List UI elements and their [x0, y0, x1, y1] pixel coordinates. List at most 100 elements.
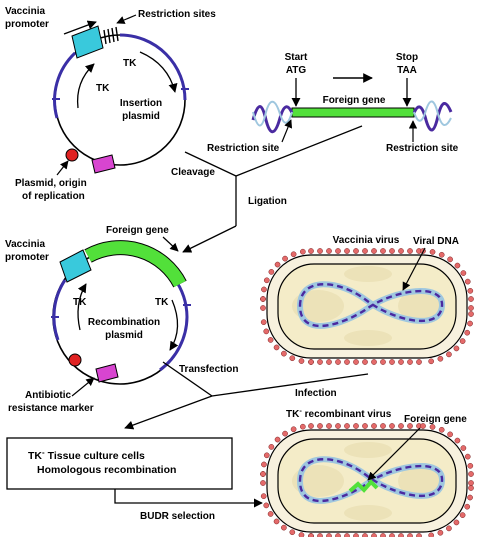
recomb-tk-right: TK — [155, 297, 169, 308]
surface-spike — [429, 249, 436, 255]
surface-spike — [407, 533, 413, 537]
insertion-backbone-left — [53, 51, 77, 119]
recomb-promoter-label-2: promoter — [5, 252, 49, 263]
cleavage-ligation-connector: Cleavage Ligation — [171, 125, 363, 253]
lateral-body — [398, 465, 442, 497]
stop-label-1: Stop — [396, 52, 418, 63]
insertion-plasmid-title-1: Insertion — [120, 98, 162, 109]
surface-spike — [261, 286, 267, 293]
surface-spike — [429, 424, 436, 430]
surface-spike — [267, 511, 274, 517]
surface-spike — [353, 359, 359, 365]
tk-label-right: TK — [123, 58, 137, 69]
surface-spike — [389, 423, 395, 429]
viral-dna-helix — [298, 283, 444, 328]
budr-label: BUDR selection — [140, 511, 215, 522]
recomb-backbone-lower — [159, 316, 189, 372]
culture-box-line-1: TK- Tissue culture cells — [28, 448, 145, 462]
surface-spike — [438, 251, 445, 258]
lateral-body — [398, 290, 442, 322]
recombinant-virus-title: TK- recombinant virus — [286, 406, 392, 420]
surface-spike — [261, 461, 267, 468]
promoter-direction-arrow — [63, 20, 97, 35]
origin-of-replication-dot — [65, 148, 79, 162]
insertion-plasmid-title-2: plasmid — [122, 111, 160, 122]
lateral-body — [344, 266, 392, 282]
surface-spike — [268, 444, 275, 450]
surface-spike — [308, 248, 314, 254]
lateral-body — [344, 330, 392, 346]
surface-spike — [437, 529, 444, 536]
surface-spike — [459, 512, 466, 518]
inserted-foreign-gene — [348, 479, 379, 493]
surface-spike — [273, 518, 280, 525]
transfection-label: Transfection — [179, 364, 238, 375]
surface-spike — [468, 485, 474, 491]
surface-spike — [467, 287, 474, 294]
recomb-tk-arrow-right — [169, 299, 179, 351]
budr-arrow — [114, 489, 263, 508]
surface-spike — [344, 248, 350, 254]
cleavage-label: Cleavage — [171, 167, 215, 178]
tk-arrow-right — [139, 51, 178, 93]
marker-label-1: Antibiotic — [25, 390, 72, 401]
surface-spike — [282, 430, 288, 437]
recomb-foreign-gene-label: Foreign gene — [106, 225, 169, 236]
surface-spike — [273, 344, 280, 351]
surface-spike — [317, 248, 323, 254]
restriction-site-mark — [115, 26, 119, 42]
surface-spike — [468, 305, 474, 311]
restriction-sites-pointer — [116, 14, 137, 24]
surface-spike — [317, 533, 323, 537]
surface-spike — [317, 359, 323, 365]
surface-spike — [344, 423, 350, 429]
surface-spike — [267, 337, 274, 343]
viral-dna-pointer — [402, 247, 426, 291]
surface-spike — [353, 533, 359, 537]
surface-spike — [326, 423, 332, 429]
surface-spike — [468, 311, 474, 317]
surface-spike — [326, 359, 332, 365]
surface-spike — [428, 532, 435, 537]
surface-spike — [467, 462, 474, 469]
surface-spike — [437, 355, 444, 362]
vaccinia-promoter-label-2: promoter — [5, 19, 49, 30]
recomb-origin-dot — [68, 353, 82, 367]
surface-spike — [371, 533, 377, 537]
surface-spike — [299, 423, 306, 430]
recomb-plasmid-title-1: Recombination — [88, 317, 160, 328]
surface-spike — [428, 358, 435, 365]
surface-spike — [447, 256, 453, 263]
surface-spike — [464, 503, 471, 510]
surface-spike — [371, 423, 377, 429]
budr-selection: BUDR selection — [114, 489, 263, 522]
infection-line — [211, 373, 369, 397]
surface-spike — [281, 524, 287, 531]
surface-spike — [326, 533, 332, 537]
surface-spike — [407, 359, 413, 365]
transfection-line — [162, 361, 213, 397]
surface-spike — [289, 355, 296, 362]
start-label-1: Start — [285, 52, 308, 63]
surface-spike — [416, 533, 422, 537]
surface-spike — [317, 423, 323, 429]
surface-spike — [380, 533, 386, 537]
to-culture-arrow — [124, 395, 213, 430]
surface-spike — [282, 255, 288, 262]
insertion-plasmid: TK TK Insertion plasmid Vaccinia promote… — [5, 6, 216, 202]
recomb-promoter-box — [59, 249, 92, 283]
surface-spike — [447, 431, 453, 438]
recomb-promoter-label-1: Vaccinia — [5, 239, 45, 250]
surface-spike — [398, 248, 404, 254]
dna-helix-right — [412, 102, 453, 132]
surface-spike — [420, 423, 426, 429]
recombinant-surface-spikes — [260, 423, 474, 537]
surface-spike — [389, 533, 395, 537]
surface-spike — [263, 452, 270, 459]
surface-spike — [467, 494, 473, 501]
surface-spike — [268, 269, 275, 275]
foreign-gene-insert — [84, 241, 186, 288]
surface-spike — [274, 261, 281, 268]
